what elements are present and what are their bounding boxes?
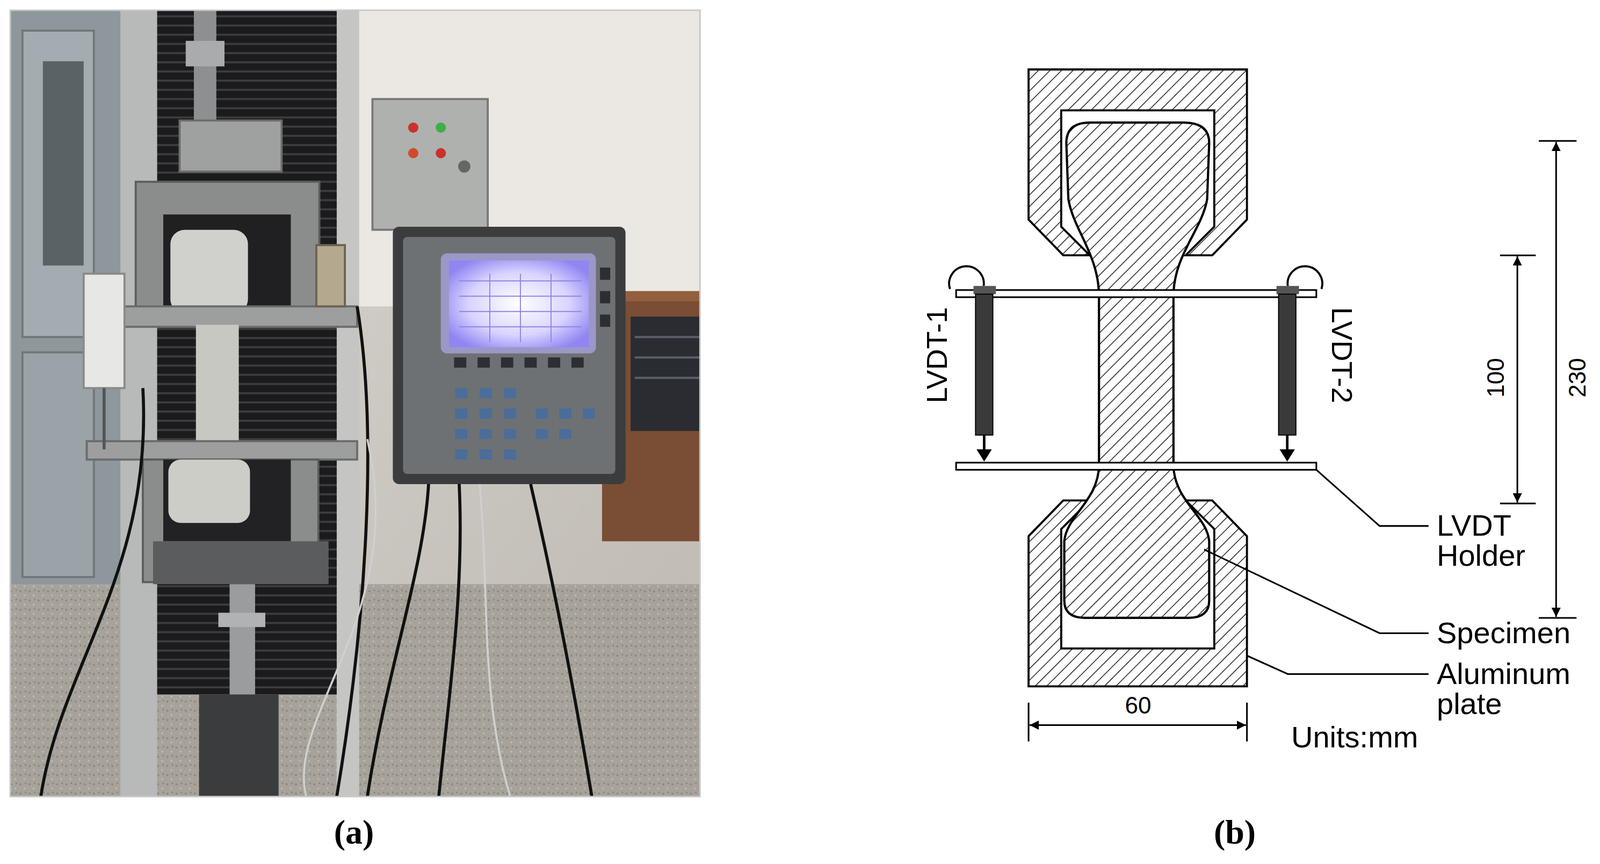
sensor-label: LVDT-2	[1327, 306, 1357, 403]
subfigure-label: (a)	[334, 814, 375, 850]
part-label: Aluminum plate	[1436, 658, 1571, 719]
units-note: Units:mm	[1291, 721, 1418, 752]
lvdt-sensor	[1276, 266, 1323, 462]
test-machine-photo	[10, 10, 700, 797]
dog-bone-specimen	[1064, 122, 1210, 618]
lvdt-holder	[956, 462, 1317, 470]
dimension-value: 230	[1565, 357, 1590, 397]
part-label: Specimen	[1436, 617, 1571, 648]
subfigure-label: (b)	[1213, 814, 1256, 850]
part-label: LVDT Holder	[1436, 510, 1526, 571]
sensor-label: LVDT-1	[922, 306, 952, 403]
tensile-schematic	[949, 69, 1577, 742]
dimension-lines	[1028, 140, 1577, 742]
lvdt-holder	[956, 290, 1317, 298]
dimension-value: 100	[1483, 357, 1508, 397]
lvdt-sensor	[949, 266, 996, 462]
dimension-value: 60	[1125, 693, 1152, 718]
leader-lines	[1204, 469, 1429, 674]
